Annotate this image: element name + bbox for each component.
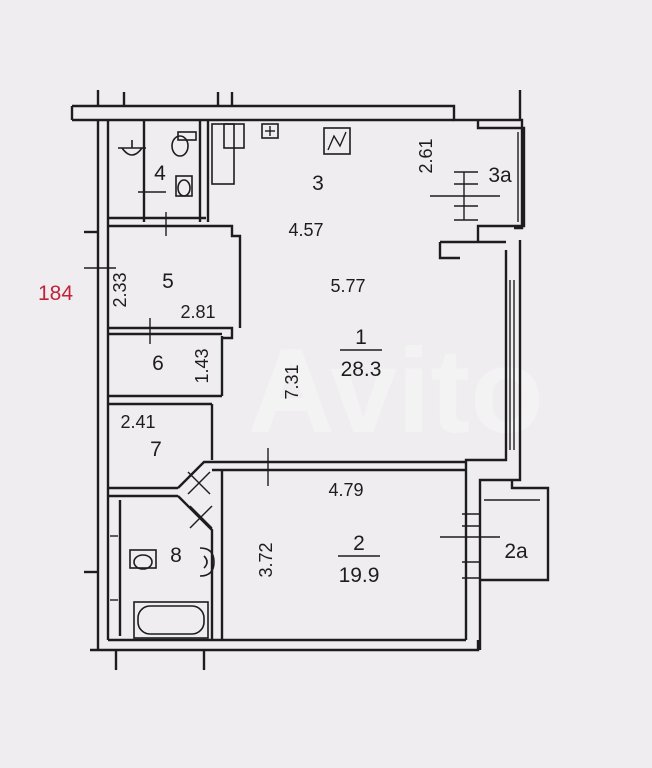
toilet-icon xyxy=(171,131,197,157)
toilet-icon-bath xyxy=(129,549,157,570)
room-2-label: 2 xyxy=(353,532,365,555)
plan-marker-184: 184 xyxy=(38,282,73,305)
radiator-icon xyxy=(110,535,118,601)
outer-wall-right xyxy=(464,250,508,640)
room-6-label: 6 xyxy=(152,352,164,375)
room-2a-label: 2a xyxy=(504,540,528,563)
window-room-1 xyxy=(509,280,515,450)
outer-wall-right-outer xyxy=(478,240,522,650)
outer-wall-bottom xyxy=(90,640,480,652)
shower-icon xyxy=(211,123,245,185)
wall-hall-diagonal-2 xyxy=(177,495,214,640)
room-2-area: 19.9 xyxy=(339,564,380,587)
dim-3-72: 3.72 xyxy=(256,542,276,577)
room-7-label: 7 xyxy=(150,438,162,461)
bathtub-icon xyxy=(133,601,209,639)
interior-walls xyxy=(108,120,466,640)
stove-icon xyxy=(323,127,351,155)
dim-4-79: 4.79 xyxy=(328,480,363,500)
dim-1-43: 1.43 xyxy=(192,348,212,383)
door-mark-7-x2 xyxy=(187,471,211,495)
room-3a-label: 3a xyxy=(488,164,512,187)
dim-2-41: 2.41 xyxy=(120,412,155,432)
dimension-labels: 4.57 5.77 7.31 2.61 2.33 2.81 1.43 2.41 … xyxy=(110,138,436,577)
balcony-3a-outline xyxy=(476,120,526,242)
dim-5-77: 5.77 xyxy=(330,276,365,296)
fixtures xyxy=(110,123,351,639)
dim-2-33: 2.33 xyxy=(110,272,130,307)
wall-5-top xyxy=(108,224,242,328)
dim-4-57: 4.57 xyxy=(288,220,323,240)
wall-5-bottom xyxy=(108,326,234,340)
balcony-2a-outline xyxy=(480,480,550,582)
watermark-text: Avito xyxy=(248,324,544,458)
sink-icon-bath xyxy=(199,547,215,577)
outer-wall-top xyxy=(72,104,524,230)
room-5-label: 5 xyxy=(162,270,174,293)
sink-icon xyxy=(118,140,146,156)
sink-icon-kitchen xyxy=(261,123,279,139)
room-labels: 1 28.3 2 19.9 2a 3 3a 4 5 6 7 8 xyxy=(150,162,528,587)
wall-hall-diagonal-1 xyxy=(177,460,466,489)
dim-2-81: 2.81 xyxy=(180,302,215,322)
balcony-3a xyxy=(438,120,526,260)
door-mark-8-x2 xyxy=(189,505,213,529)
room-1-area: 28.3 xyxy=(341,358,382,381)
plan-marker: 184 xyxy=(38,282,73,305)
watermark: Avito xyxy=(248,324,544,458)
room-4-label: 4 xyxy=(154,162,166,185)
balcony-2a xyxy=(440,480,550,582)
room-1-label: 1 xyxy=(355,326,367,349)
door-3-3a xyxy=(430,171,500,221)
dim-7-31: 7.31 xyxy=(282,364,302,399)
toilet-icon-2 xyxy=(175,175,193,197)
balcony-3a-wall xyxy=(438,242,460,260)
dim-2-61: 2.61 xyxy=(416,138,436,173)
door-marks xyxy=(84,191,269,529)
outer-walls xyxy=(70,90,524,670)
room-3-label: 3 xyxy=(312,172,324,195)
room-8-label: 8 xyxy=(170,544,182,567)
